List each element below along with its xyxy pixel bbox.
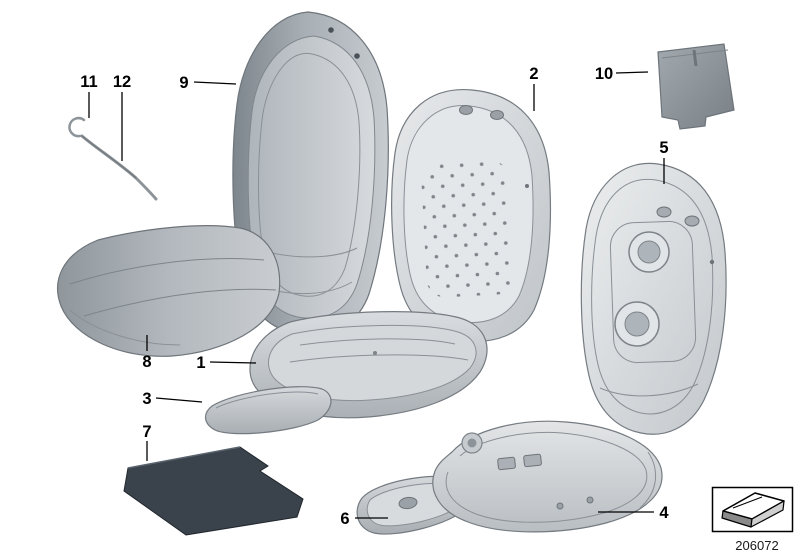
callout-2[interactable]: 2 <box>529 65 538 83</box>
pan-fixing-hole <box>556 502 564 510</box>
cover-button-hole <box>354 53 360 59</box>
headrest-guide-hole <box>490 110 504 120</box>
pad-fixing-hole <box>709 259 715 265</box>
pad-perforation-area <box>421 160 515 298</box>
callout-3[interactable]: 3 <box>142 390 151 408</box>
pan-slot <box>523 453 542 468</box>
headrest-guide-hole <box>656 206 672 218</box>
pan-slot <box>497 456 516 471</box>
trim-slot-hole <box>398 496 418 510</box>
callout-12[interactable]: 12 <box>113 73 131 91</box>
part-insulation-panel[interactable] <box>123 446 304 536</box>
pad-fixing-hole <box>525 184 529 188</box>
headrest-guide-hole <box>684 215 700 227</box>
part-mounting-bracket[interactable] <box>657 43 735 130</box>
leader-line-3 <box>155 397 203 403</box>
speaker-opening-inner <box>624 311 650 337</box>
callout-11[interactable]: 11 <box>80 73 97 91</box>
callout-8[interactable]: 8 <box>142 353 151 371</box>
part-wire-hook[interactable] <box>68 116 86 138</box>
leader-line-10 <box>615 71 649 74</box>
part-backrest-pad[interactable] <box>391 89 552 343</box>
part-seat-pan[interactable] <box>432 420 663 533</box>
cover-button-hole <box>328 27 334 33</box>
leader-line-9 <box>193 81 237 85</box>
part-wire-rod[interactable] <box>80 134 158 201</box>
callout-1[interactable]: 1 <box>196 354 205 372</box>
callout-10[interactable]: 10 <box>595 65 613 83</box>
part-backrest-frame-pad[interactable] <box>580 162 727 435</box>
callout-5[interactable]: 5 <box>659 139 668 157</box>
callout-4[interactable]: 4 <box>659 504 669 522</box>
diagram-logo-box <box>711 486 794 533</box>
callout-9[interactable]: 9 <box>179 74 188 92</box>
callout-7[interactable]: 7 <box>142 423 151 441</box>
box-icon <box>721 492 785 528</box>
pan-grommet-inner <box>467 438 477 448</box>
headrest-guide-hole <box>459 105 473 115</box>
leader-line-1 <box>209 361 257 364</box>
diagram-number: 206072 <box>735 538 778 553</box>
part-cushion-cover[interactable] <box>57 225 281 357</box>
insulation-panel-shape <box>123 446 304 536</box>
part-bolster-pad[interactable] <box>205 386 332 435</box>
callout-6[interactable]: 6 <box>340 510 349 528</box>
pan-fixing-hole <box>586 496 594 504</box>
speaker-opening-inner <box>637 240 661 264</box>
pad-fixing-hole <box>373 351 377 355</box>
